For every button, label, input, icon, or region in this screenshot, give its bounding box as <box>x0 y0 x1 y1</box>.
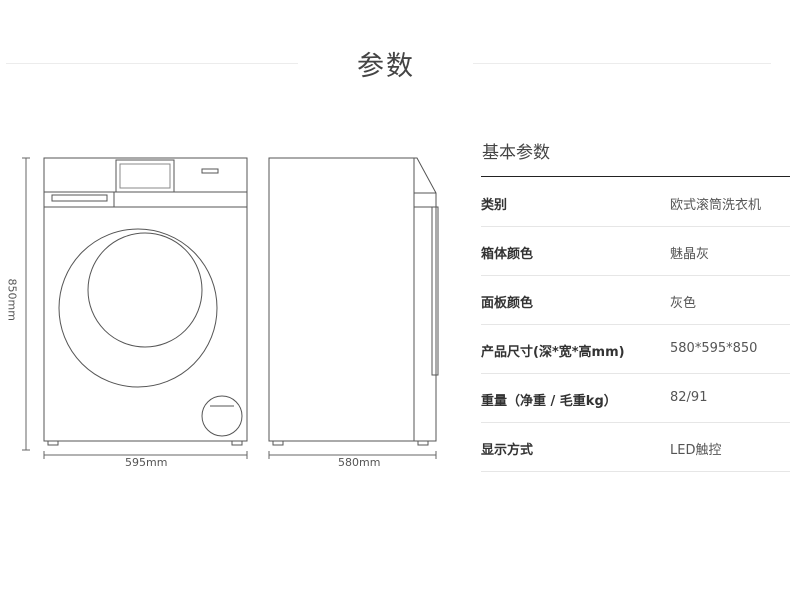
side-view <box>268 157 439 446</box>
spec-row-category: 类别 欧式滚筒洗衣机 <box>481 177 790 227</box>
height-dimension-label: 850mm <box>5 278 19 321</box>
spec-value: LED触控 <box>670 443 722 458</box>
dimension-lines <box>22 157 437 459</box>
spec-section-rule <box>481 176 790 177</box>
spec-label: 类别 <box>481 198 508 213</box>
spec-label: 产品尺寸(深*宽*高mm) <box>481 345 625 360</box>
width-dimension-label: 595mm <box>125 456 168 469</box>
spec-row-dimensions: 产品尺寸(深*宽*高mm) 580*595*850 <box>481 324 790 374</box>
spec-value: 580*595*850 <box>670 341 758 356</box>
front-view <box>43 157 248 446</box>
spec-value: 82/91 <box>670 390 708 405</box>
spec-row-display: 显示方式 LED触控 <box>481 422 790 472</box>
title-divider-left <box>6 63 298 64</box>
spec-label: 面板颜色 <box>481 296 534 311</box>
spec-row-weight: 重量（净重 / 毛重kg） 82/91 <box>481 373 790 423</box>
spec-value: 灰色 <box>670 296 697 311</box>
dimension-drawing <box>22 157 439 459</box>
title-divider-right <box>473 63 771 64</box>
spec-value: 欧式滚筒洗衣机 <box>670 198 762 213</box>
spec-row-cabinet-color: 箱体颜色 魅晶灰 <box>481 226 790 276</box>
spec-section-title: 基本参数 <box>482 143 550 163</box>
spec-label: 箱体颜色 <box>481 247 534 262</box>
spec-label: 显示方式 <box>481 443 534 458</box>
spec-value: 魅晶灰 <box>670 247 710 262</box>
spec-row-panel-color: 面板颜色 灰色 <box>481 275 790 325</box>
page-title: 参数 <box>357 51 415 82</box>
spec-label: 重量（净重 / 毛重kg） <box>481 394 617 409</box>
depth-dimension-label: 580mm <box>338 456 381 469</box>
